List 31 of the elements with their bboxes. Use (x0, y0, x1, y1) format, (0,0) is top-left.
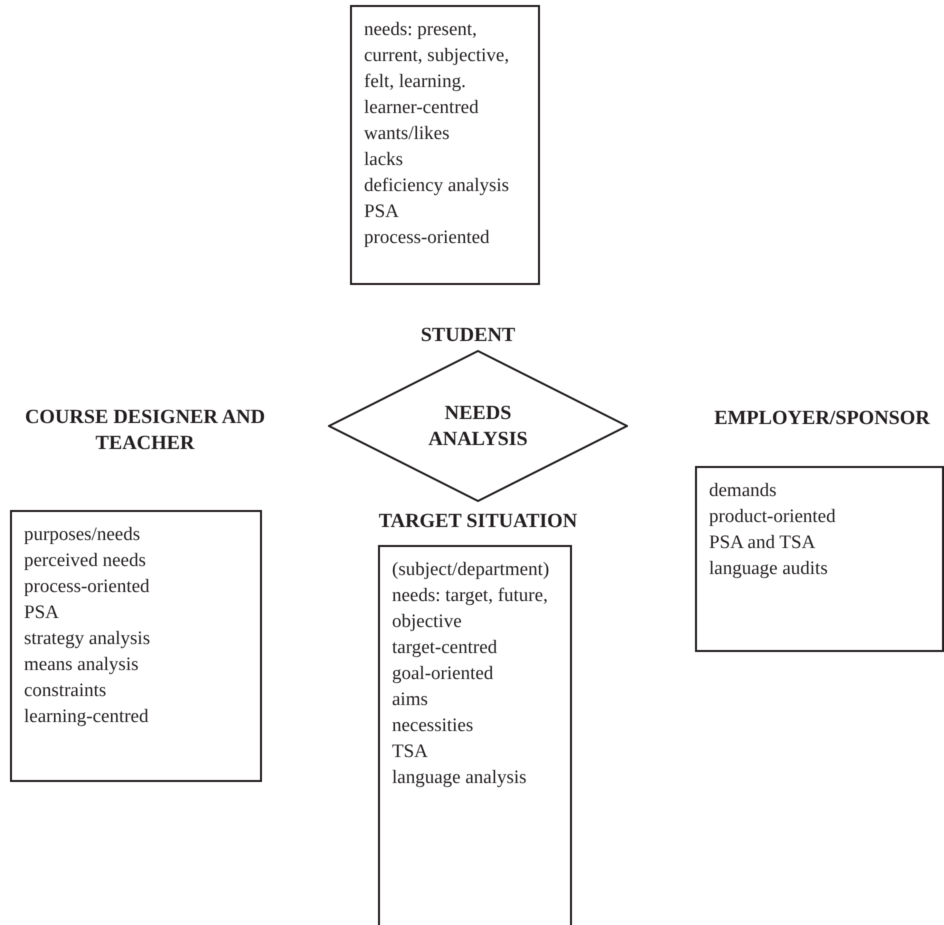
list-item: (subject/department) (392, 558, 550, 582)
list-item: PSA (24, 601, 60, 625)
list-item: learning-centred (24, 705, 150, 729)
list-item: demands (709, 479, 778, 503)
list-item: product-oriented (709, 505, 837, 529)
list-item: target-centred (392, 636, 498, 660)
list-item: process-oriented (364, 226, 491, 250)
list-item: strategy analysis (24, 627, 152, 651)
list-item: language audits (709, 557, 829, 581)
list-item: purposes/needs (24, 523, 142, 547)
list-item: aims (392, 688, 429, 712)
list-item: means analysis (24, 653, 140, 677)
list-item: goal-oriented (392, 662, 494, 686)
heading: TARGET SITUATION (378, 509, 578, 534)
list-item: lacks (364, 148, 404, 172)
heading: EMPLOYER/SPONSOR (713, 406, 931, 431)
list-item: needs: present, current, subjective, felt, learning. (364, 18, 510, 94)
list-item: PSA (364, 200, 400, 224)
list-item: constraints (24, 679, 108, 703)
list-item: necessities (392, 714, 474, 738)
list-item: process-oriented (24, 575, 151, 599)
list-item: deficiency analysis (364, 174, 510, 198)
list-item: PSA and TSA (709, 531, 816, 555)
list-item: perceived needs (24, 549, 147, 573)
heading: STUDENT (420, 323, 516, 348)
list-item: language analysis (392, 766, 528, 790)
list-item: TSA (392, 740, 429, 764)
heading: COURSE DESIGNER AND TEACHER (24, 405, 266, 456)
list-item: learner-centred (364, 96, 480, 120)
list-item: wants/likes (364, 122, 450, 146)
diamond-label: NEEDS ANALYSIS (427, 401, 529, 452)
